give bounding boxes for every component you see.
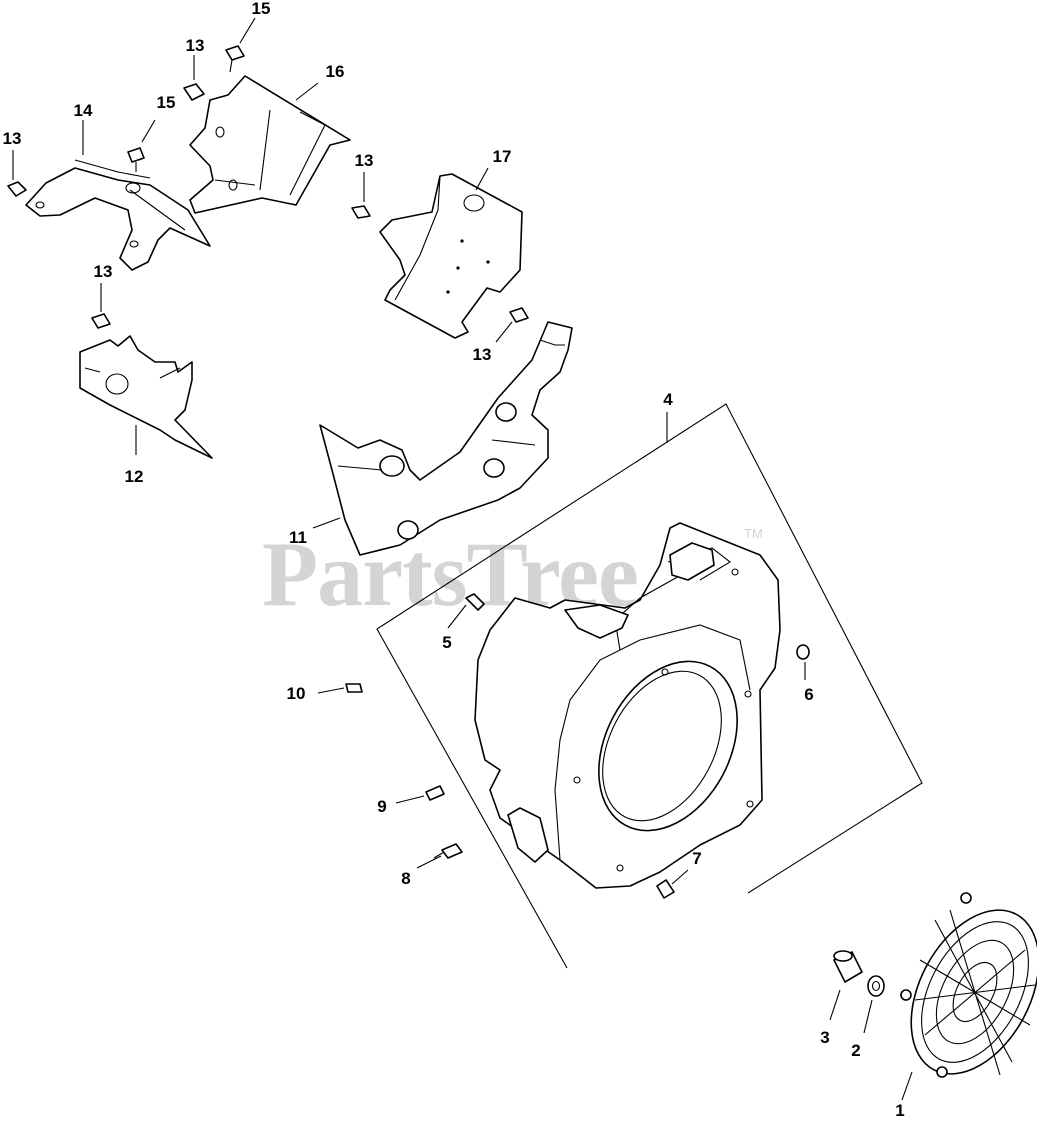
callout-8: 8	[401, 869, 410, 888]
callout-11: 11	[289, 528, 307, 547]
leader-8	[416, 855, 442, 869]
part-12-bracket[interactable]	[79, 335, 213, 459]
leader-1	[901, 1071, 913, 1101]
callout-9: 9	[377, 797, 386, 816]
leader-2	[863, 999, 873, 1034]
callout-13a: 13	[3, 129, 22, 148]
callout-15b: 15	[157, 93, 176, 112]
callout-2: 2	[851, 1041, 860, 1060]
callout-17: 17	[493, 147, 512, 166]
leader-10	[317, 687, 345, 694]
callout-14: 14	[74, 101, 93, 120]
leader-15a	[239, 17, 256, 44]
callout-7: 7	[692, 849, 701, 868]
callout-4: 4	[663, 390, 673, 409]
callout-3: 3	[820, 1028, 829, 1047]
callout-13d: 13	[94, 262, 113, 281]
assembly-4-frame	[376, 403, 923, 969]
part-11-shield[interactable]	[319, 321, 573, 556]
callout-5: 5	[442, 633, 451, 652]
part-1-fan-guard[interactable]	[885, 888, 1037, 1095]
part-9-screw[interactable]	[425, 785, 445, 801]
leader-3	[829, 989, 841, 1021]
callout-16: 16	[326, 62, 345, 81]
callout-13c: 13	[355, 151, 374, 170]
part-13-screw-e[interactable]	[509, 307, 529, 323]
leader-9	[395, 795, 425, 804]
callout-13e: 13	[473, 345, 492, 364]
part-8-screw[interactable]	[433, 843, 463, 859]
part-10-screw[interactable]	[345, 683, 363, 693]
part-17-bracket[interactable]	[379, 173, 523, 339]
part-16-shield[interactable]	[189, 75, 351, 214]
part-13-screw-b[interactable]	[183, 83, 205, 101]
part-5-clip[interactable]	[465, 593, 485, 611]
part-6-plug[interactable]	[796, 644, 810, 660]
part-13-screw-d[interactable]	[91, 313, 111, 329]
part-4-blower-housing[interactable]	[474, 522, 781, 889]
callout-10: 10	[287, 684, 306, 703]
part-13-screw-a[interactable]	[7, 181, 27, 197]
callout-6: 6	[804, 685, 813, 704]
leader-16	[295, 82, 319, 101]
watermark-trademark: TM	[744, 526, 763, 541]
part-14-bracket[interactable]	[25, 159, 211, 271]
callout-13b: 13	[186, 36, 205, 55]
leader-13e	[495, 321, 513, 343]
leader-15b	[141, 119, 156, 143]
callout-12: 12	[125, 467, 144, 486]
leader-5	[447, 604, 467, 629]
part-15-screw-a[interactable]	[225, 45, 245, 73]
leader-11	[312, 517, 341, 529]
part-2-washer[interactable]	[867, 975, 885, 997]
part-3-spacer[interactable]	[833, 950, 863, 983]
leader-17	[475, 167, 489, 191]
callout-15a: 15	[252, 0, 271, 18]
part-15-screw-b[interactable]	[127, 147, 145, 172]
part-7-nut[interactable]	[656, 879, 675, 899]
callout-1: 1	[895, 1101, 904, 1120]
part-13-screw-c[interactable]	[351, 205, 371, 219]
leader-7	[671, 869, 689, 885]
